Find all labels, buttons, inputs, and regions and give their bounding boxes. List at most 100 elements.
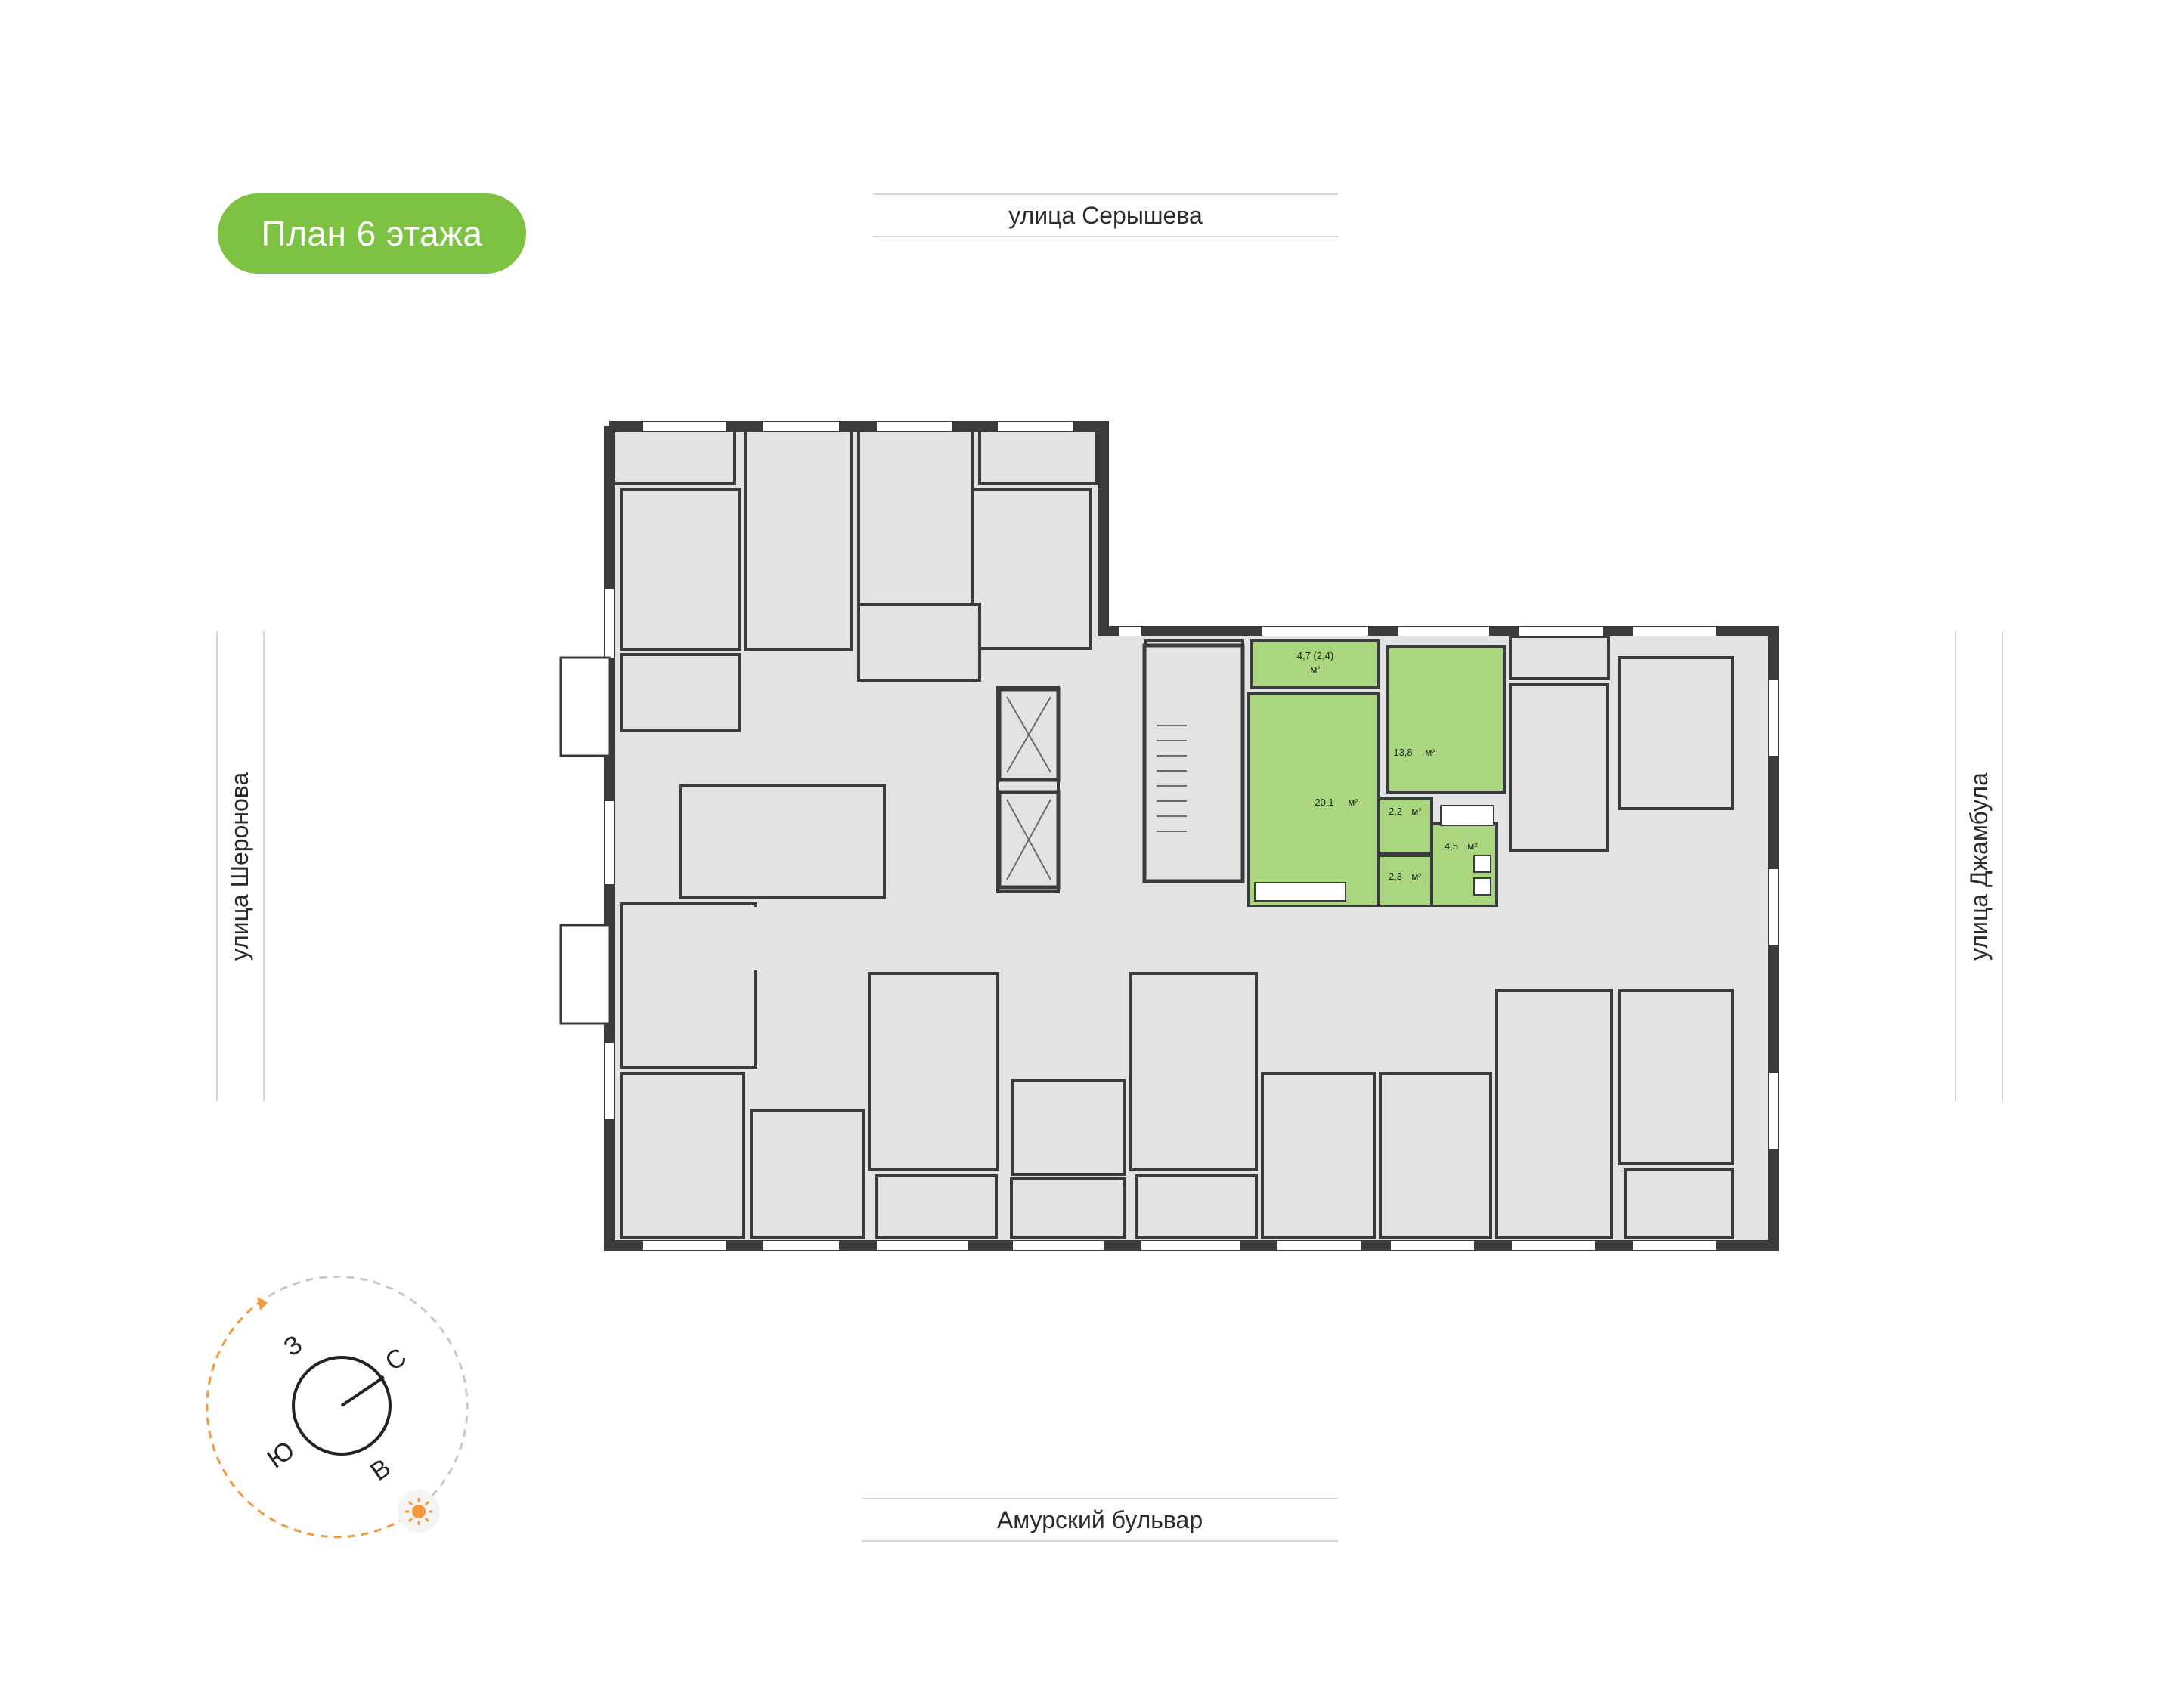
street-east-label: улица Джамбула: [1955, 631, 2003, 1101]
outer-wall: [604, 421, 1779, 1251]
room: [1135, 1174, 1258, 1239]
window: [1262, 627, 1368, 636]
window: [605, 1043, 614, 1119]
room: [1624, 1168, 1734, 1239]
window: [1519, 627, 1603, 636]
window: [1141, 1241, 1240, 1250]
area-label-balcony: 4,7 (2,4): [1297, 650, 1333, 661]
area-label-bathroom: 4,5: [1445, 840, 1458, 852]
sun-ray: [424, 1500, 430, 1506]
unit-label-hall: м²: [1411, 806, 1422, 817]
compass-circle: [292, 1356, 392, 1456]
window: [1277, 1241, 1361, 1250]
window: [1633, 627, 1716, 636]
balcony-bay: [559, 656, 611, 757]
unit-label-living: м²: [1348, 797, 1358, 808]
window: [1013, 1241, 1104, 1250]
room: [857, 429, 974, 606]
room: [620, 902, 757, 1069]
window: [605, 801, 614, 884]
room: [1129, 972, 1258, 1171]
room: [1495, 989, 1613, 1239]
bay-balconies: [559, 656, 611, 1025]
room: [1509, 683, 1609, 852]
window: [877, 1241, 968, 1250]
room: [1509, 635, 1610, 680]
window: [1769, 680, 1778, 756]
room-corridor: [1377, 854, 1433, 908]
kitchen-counter: [1254, 882, 1346, 902]
compass-south: Ю: [262, 1436, 300, 1474]
window: [1398, 627, 1489, 636]
window: [763, 422, 839, 431]
window: [1769, 1073, 1778, 1149]
sun-path-arc: [262, 1275, 469, 1515]
highlighted-apartment[interactable]: [1247, 639, 1506, 908]
sun-path-arrow: [257, 1297, 268, 1310]
room: [1011, 1079, 1126, 1176]
core-details: [1006, 696, 1187, 880]
area-labels: 4,7 (2,4) м² 20,1 м² 13,8 м² 2,2 м² 4,5 …: [1297, 650, 1479, 882]
compass-needle: [340, 1375, 386, 1407]
room: [1379, 1072, 1492, 1239]
window: [1512, 1241, 1595, 1250]
window: [643, 422, 726, 431]
room: [620, 653, 741, 732]
area-label-corridor: 2,3: [1389, 871, 1402, 882]
room-bedroom: [1386, 645, 1506, 794]
street-south-label: Амурский бульвар: [862, 1498, 1338, 1542]
area-label-bedroom: 13,8: [1393, 747, 1412, 758]
elevator-cross: [1006, 696, 1051, 773]
room: [857, 603, 981, 682]
outer-walls: [604, 421, 1779, 1251]
sun-path-arc-orange: [206, 1298, 412, 1539]
room: [679, 784, 886, 899]
sun-ray: [424, 1517, 430, 1523]
room: [620, 1072, 745, 1239]
public-corridor: [741, 907, 1587, 970]
window: [605, 589, 614, 658]
window: [877, 422, 952, 431]
window: [998, 422, 1073, 431]
sun-ray: [407, 1500, 413, 1506]
window: [1769, 869, 1778, 945]
sun-icon: [412, 1505, 426, 1518]
window: [1119, 627, 1141, 636]
fixtures: [1254, 805, 1494, 902]
sink: [1473, 877, 1491, 896]
unit-label-bathroom: м²: [1467, 840, 1478, 852]
sun-ray: [407, 1517, 413, 1523]
room: [1618, 989, 1734, 1165]
window: [1391, 1241, 1474, 1250]
room: [978, 429, 1098, 485]
bathtub: [1440, 805, 1494, 826]
window: [1633, 1241, 1716, 1250]
area-label-hall: 2,2: [1389, 806, 1402, 817]
street-west-label: улица Шеронова: [216, 631, 265, 1101]
elevator-cross: [1006, 799, 1051, 880]
compass-north: С: [380, 1342, 412, 1376]
unit-label-bedroom: м²: [1425, 747, 1435, 758]
windows: [605, 422, 1778, 1250]
room-living: [1247, 692, 1380, 908]
room: [612, 429, 736, 485]
floor-plan-title: План 6 этажа: [218, 193, 526, 274]
room: [620, 488, 741, 651]
window: [763, 1241, 839, 1250]
room: [875, 1174, 998, 1239]
core: [997, 643, 1245, 890]
unit-label-balcony: м²: [1310, 664, 1321, 675]
sun-rays: [405, 1498, 432, 1525]
room-hall: [1377, 797, 1433, 856]
compass-east: В: [366, 1453, 396, 1487]
unit-label-corridor: м²: [1411, 871, 1422, 882]
room: [750, 1109, 865, 1239]
room: [1010, 1177, 1126, 1239]
room-balcony: [1250, 639, 1380, 689]
window: [643, 1241, 726, 1250]
balcony-bay: [559, 924, 611, 1025]
room: [744, 429, 853, 651]
compass: С В Ю З: [206, 1275, 469, 1539]
toilet: [1473, 855, 1491, 873]
